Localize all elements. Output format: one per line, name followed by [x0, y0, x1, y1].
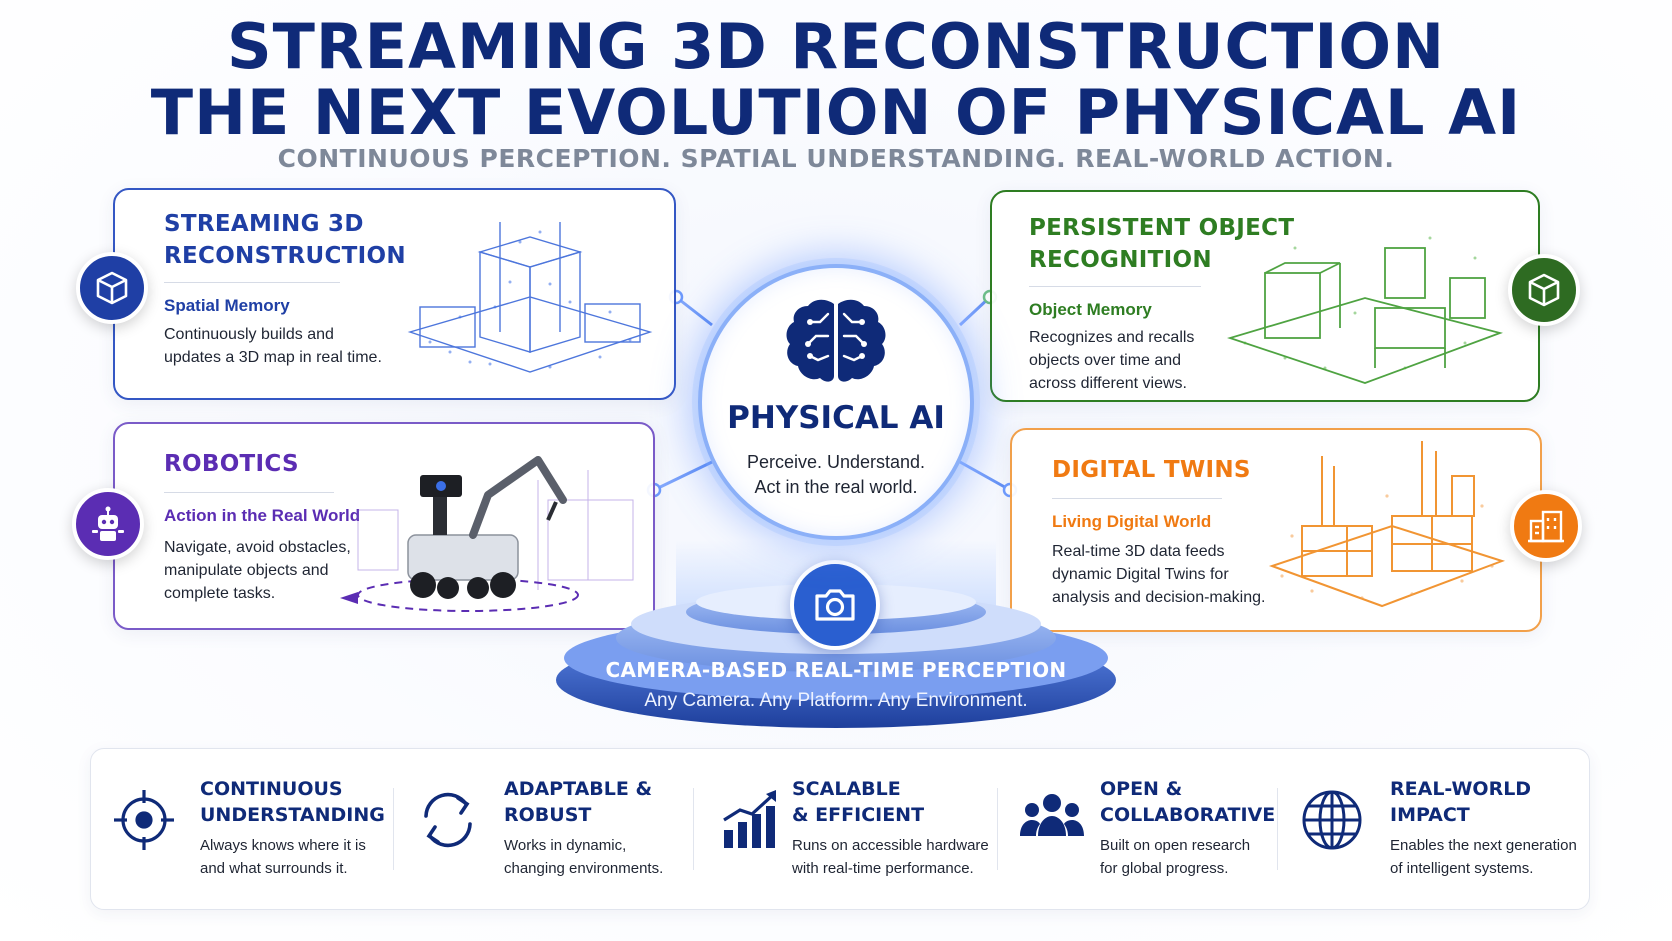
feature-desc: Works in dynamic, changing environments. [504, 834, 714, 880]
feature-title-line: OPEN & [1100, 778, 1183, 800]
platform-title: CAMERA-BASED REAL-TIME PERCEPTION [605, 658, 1067, 682]
card-subtitle-twins: Living Digital World [1052, 512, 1212, 531]
growth-chart-icon [723, 790, 776, 848]
feature-title-line: ROBUST [504, 804, 592, 826]
feature-desc: Always knows where it is and what surrou… [200, 834, 410, 880]
divider [997, 788, 998, 870]
center-title: PHYSICAL AI [727, 400, 945, 436]
feature-scalable-efficient: SCALABLE & EFFICIENT Runs on accessible … [714, 748, 994, 910]
card-title-line: PERSISTENT OBJECT [1029, 215, 1295, 241]
refresh-icon [424, 792, 472, 848]
feature-title: ADAPTABLE & ROBUST [504, 776, 704, 828]
card-title-line: STREAMING 3D [164, 211, 364, 237]
feature-desc-line: Enables the next generation [1390, 837, 1577, 854]
feature-title-line: UNDERSTANDING [200, 804, 385, 826]
center-tagline-line-2: Act in the real world. [754, 477, 918, 497]
feature-desc: Enables the next generation of intellige… [1390, 834, 1600, 880]
cube-icon [76, 252, 148, 324]
desc-line: complete tasks. [164, 585, 276, 602]
desc-line: updates a 3D map in real time. [164, 349, 382, 366]
feature-open-collaborative: OPEN & COLLABORATIVE Built on open resea… [1018, 748, 1275, 910]
feature-desc: Built on open research for global progre… [1100, 834, 1310, 880]
desc-line: dynamic Digital Twins for [1052, 566, 1229, 583]
page-title-line-1: STREAMING 3D RECONSTRUCTION [226, 10, 1446, 83]
feature-title-line: CONTINUOUS [200, 778, 343, 800]
physical-ai-hub [698, 264, 974, 540]
globe-icon [1302, 790, 1362, 850]
people-icon [1020, 794, 1084, 836]
factory-illustration [1268, 441, 1506, 608]
desc-line: Recognizes and recalls [1029, 329, 1195, 346]
feature-desc-line: changing environments. [504, 860, 664, 877]
card-subtitle-reconstruction: Spatial Memory [164, 296, 290, 315]
divider [1277, 788, 1278, 870]
card-robotics [113, 422, 655, 630]
desc-line: Continuously builds and [164, 326, 334, 343]
feature-title-line: COLLABORATIVE [1100, 804, 1276, 826]
card-title-robotics: ROBOTICS [164, 451, 299, 477]
feature-title: SCALABLE & EFFICIENT [792, 776, 992, 828]
card-divider [164, 282, 340, 283]
feature-continuous-understanding: CONTINUOUS UNDERSTANDING Always knows wh… [108, 748, 388, 910]
card-subtitle-robotics: Action in the Real World [164, 506, 361, 525]
card-streaming-reconstruction [113, 188, 676, 400]
card-divider [1052, 498, 1222, 499]
feature-desc-line: Always knows where it is [200, 837, 366, 854]
card-title-line: RECOGNITION [1029, 247, 1212, 273]
card-divider [1029, 286, 1201, 287]
feature-desc-line: Built on open research [1100, 837, 1251, 854]
feature-title: REAL-WORLD IMPACT [1390, 776, 1590, 828]
robot-icon [72, 488, 144, 560]
pointcloud-objects-illustration [1227, 236, 1504, 384]
crosshair-icon [114, 790, 174, 850]
desc-line: manipulate objects and [164, 562, 329, 579]
card-title-reconstruction: STREAMING 3D RECONSTRUCTION [164, 208, 406, 272]
feature-title-line: IMPACT [1390, 804, 1470, 826]
feature-title: OPEN & COLLABORATIVE [1100, 776, 1300, 828]
card-subtitle-recognition: Object Memory [1029, 300, 1152, 319]
feature-title-line: ADAPTABLE & [504, 778, 653, 800]
feature-bar [90, 748, 1590, 910]
desc-line: objects over time and [1029, 352, 1182, 369]
divider [393, 788, 394, 870]
pointcloud-room-illustration [407, 222, 653, 373]
card-title-twins: DIGITAL TWINS [1052, 457, 1251, 483]
cube-icon [1508, 254, 1580, 326]
feature-title-line: REAL-WORLD [1390, 778, 1532, 800]
feature-desc-line: for global progress. [1100, 860, 1229, 877]
desc-line: Real-time 3D data feeds [1052, 543, 1225, 560]
platform-subtitle: Any Camera. Any Platform. Any Environmen… [644, 690, 1028, 711]
card-title-recognition: PERSISTENT OBJECT RECOGNITION [1029, 212, 1294, 276]
card-title-line: RECONSTRUCTION [164, 243, 406, 269]
robot-illustration [340, 456, 634, 612]
feature-desc-line: Runs on accessible hardware [792, 837, 989, 854]
desc-line: across different views. [1029, 375, 1187, 392]
brain-icon [786, 299, 886, 382]
feature-real-world-impact: REAL-WORLD IMPACT Enables the next gener… [1298, 748, 1583, 910]
feature-desc-line: with real-time performance. [792, 860, 974, 877]
card-desc-twins: Real-time 3D data feeds dynamic Digital … [1052, 540, 1265, 609]
feature-title-line: & EFFICIENT [792, 804, 925, 826]
feature-desc-line: and what surrounds it. [200, 860, 348, 877]
building-icon [1510, 490, 1582, 562]
page-title-line-2: THE NEXT EVOLUTION OF PHYSICAL AI [150, 76, 1522, 149]
feature-title-line: SCALABLE [792, 778, 901, 800]
feature-desc: Runs on accessible hardware with real-ti… [792, 834, 1002, 880]
center-tagline-line-1: Perceive. Understand. [746, 452, 926, 472]
divider [693, 788, 694, 870]
card-digital-twins [1010, 428, 1542, 632]
desc-line: analysis and decision-making. [1052, 589, 1266, 606]
feature-title: CONTINUOUS UNDERSTANDING [200, 776, 400, 828]
card-desc-reconstruction: Continuously builds and updates a 3D map… [164, 323, 382, 369]
camera-icon [790, 560, 880, 650]
feature-adaptable-robust: ADAPTABLE & ROBUST Works in dynamic, cha… [414, 748, 689, 910]
card-desc-recognition: Recognizes and recalls objects over time… [1029, 326, 1194, 395]
card-desc-robotics: Navigate, avoid obstacles, manipulate ob… [164, 536, 351, 605]
feature-desc-line: of intelligent systems. [1390, 860, 1534, 877]
page-subtitle: CONTINUOUS PERCEPTION. SPATIAL UNDERSTAN… [277, 144, 1395, 173]
desc-line: Navigate, avoid obstacles, [164, 539, 351, 556]
card-divider [164, 492, 334, 493]
feature-desc-line: Works in dynamic, [504, 837, 627, 854]
